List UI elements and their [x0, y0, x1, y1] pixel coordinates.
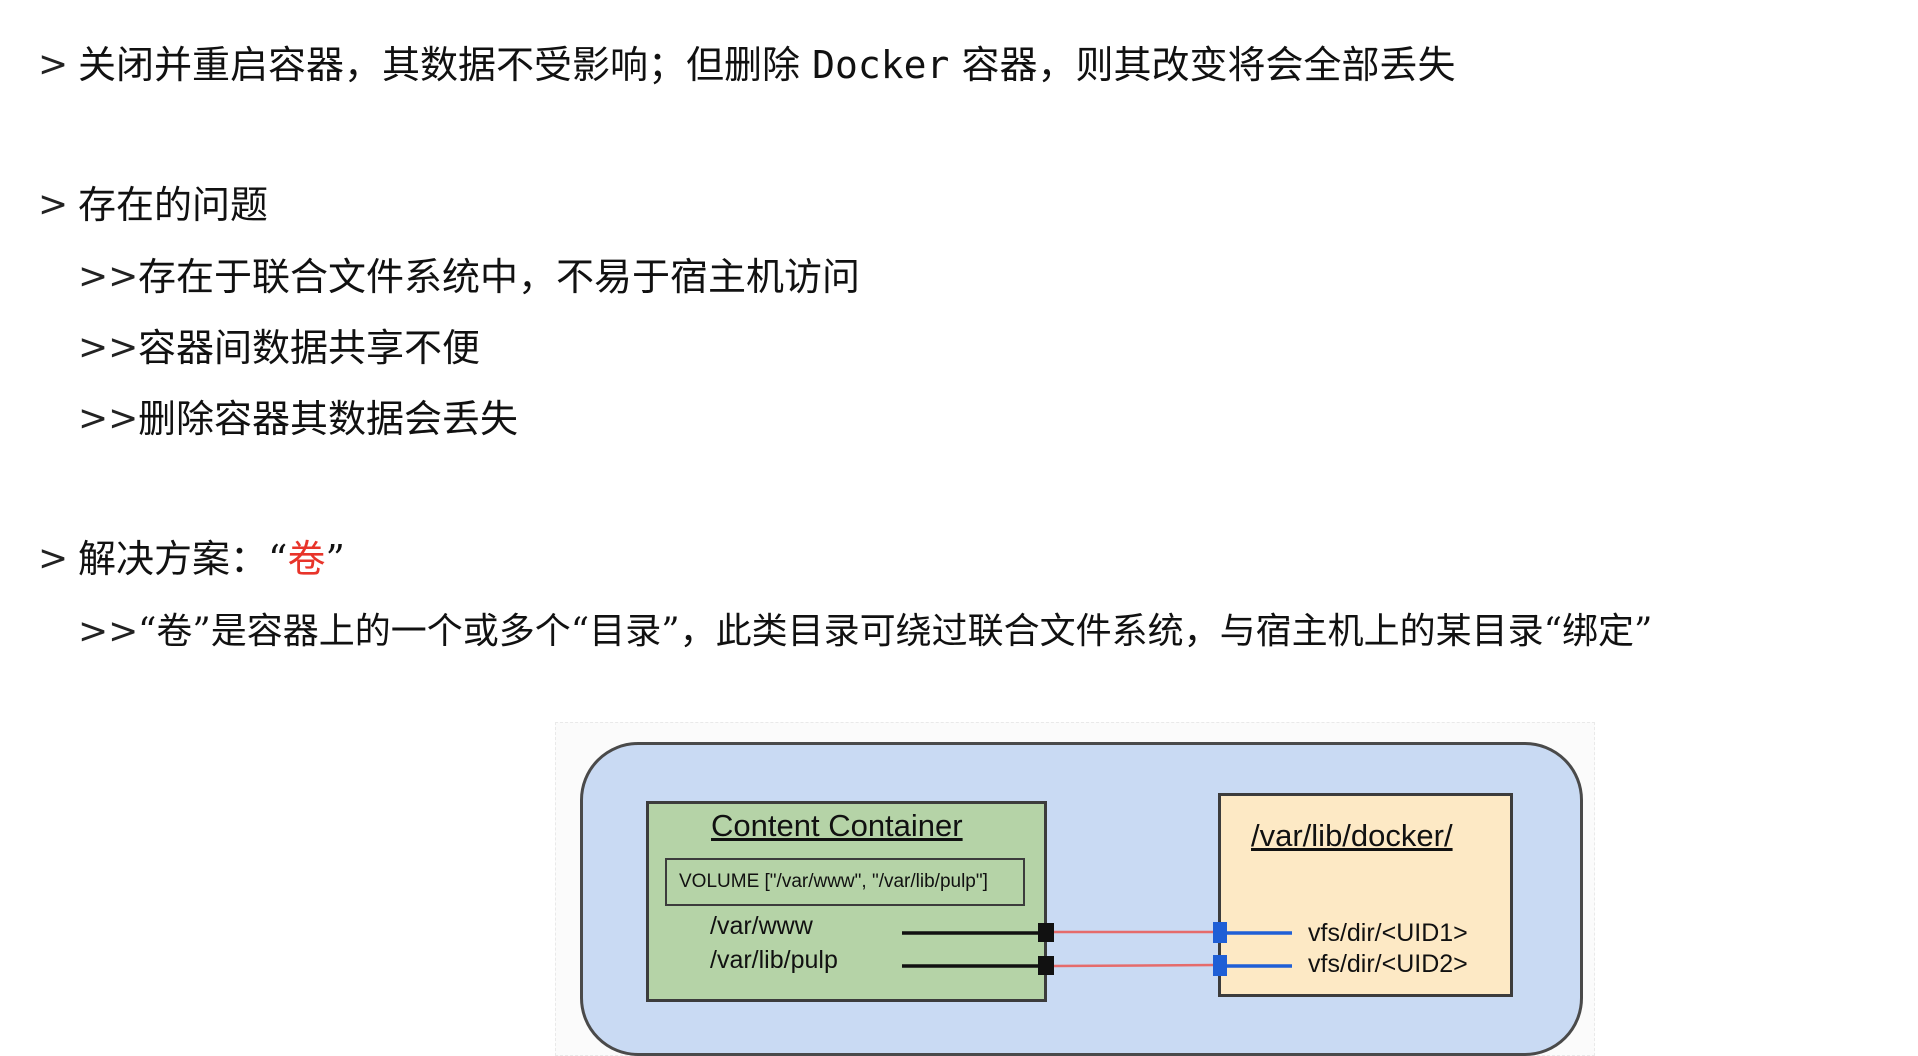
volume-highlight: 卷	[287, 537, 326, 581]
host-path: vfs/dir/<UID1>	[1308, 919, 1468, 947]
sub-bullet-marker: >>	[78, 398, 139, 439]
volume-declaration: VOLUME ["/var/www", "/var/lib/pulp"]	[665, 858, 1025, 906]
sub-bullet-marker: >>	[78, 256, 139, 297]
content-container-box	[646, 801, 1047, 1002]
problems-heading: 存在的问题	[78, 183, 269, 227]
bullet-marker: >	[38, 538, 69, 579]
solution-heading-suffix: ”	[325, 537, 345, 581]
host-docker-dir-box	[1218, 793, 1513, 997]
sub-bullet-marker: >>	[78, 327, 139, 368]
bullet-marker: >	[38, 184, 69, 225]
bullet-text: 关闭并重启容器，其数据不受影响；但删除 Docker 容器，则其改变将会全部丢失	[78, 41, 1455, 89]
solution-heading-prefix: 解决方案：“	[78, 537, 288, 581]
line1-part1: 关闭并重启容器，其数据不受影响；但删除	[78, 43, 813, 87]
docker-code: Docker	[812, 43, 950, 87]
sub-bullet-marker: >>	[78, 611, 139, 652]
host-dir-title: /var/lib/docker/	[1251, 818, 1453, 853]
container-path: /var/lib/pulp	[710, 946, 838, 974]
problem-item: 存在于联合文件系统中，不易于宿主机访问	[138, 255, 861, 299]
container-title: Content Container	[711, 808, 963, 843]
solution-detail: “卷”是容器上的一个或多个“目录”，此类目录可绕过联合文件系统，与宿主机上的某目…	[138, 611, 1653, 652]
container-path: /var/www	[710, 912, 813, 940]
problem-item: 删除容器其数据会丢失	[138, 397, 519, 441]
bullet-marker: >	[38, 44, 69, 85]
problem-item: 容器间数据共享不便	[138, 326, 481, 370]
line1-part2: 容器，则其改变将会全部丢失	[949, 43, 1456, 87]
host-path: vfs/dir/<UID2>	[1308, 950, 1468, 978]
solution-heading: 解决方案：“卷”	[78, 535, 345, 583]
